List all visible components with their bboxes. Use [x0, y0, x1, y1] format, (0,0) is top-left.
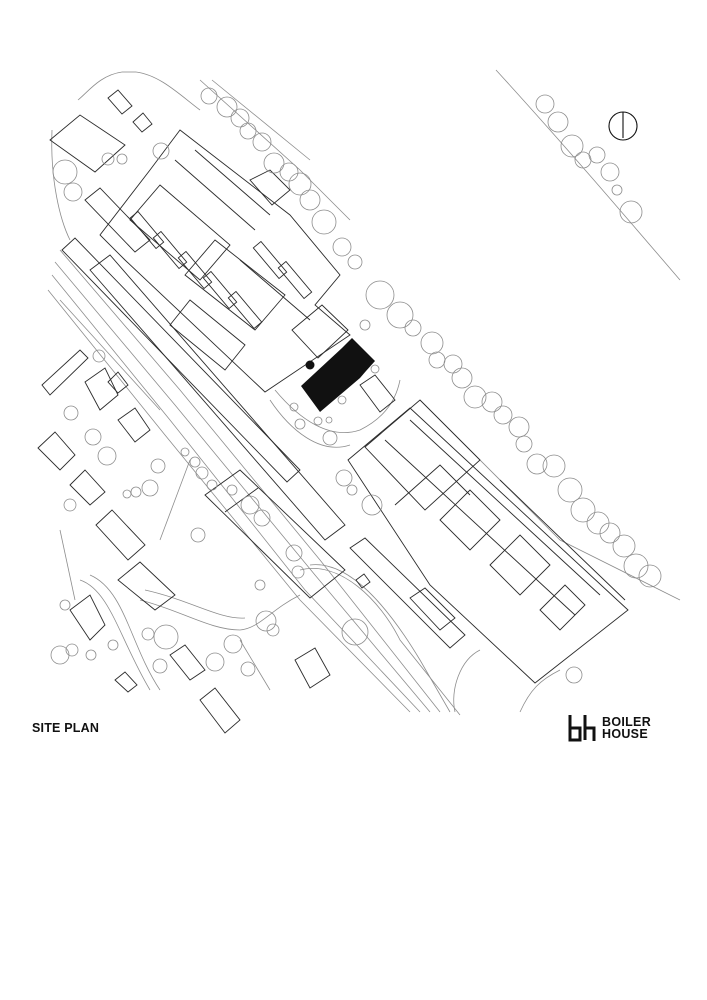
- brand-wordmark: BOILER HOUSE: [602, 714, 652, 741]
- trees: [50, 87, 662, 684]
- bh-monogram-icon: [568, 715, 596, 742]
- building-outlines: [37, 89, 629, 734]
- chimney-marker: [305, 360, 315, 370]
- road-lines: [47, 69, 681, 716]
- north-arrow-icon: [608, 111, 638, 141]
- boiler-house-logo: BOILER HOUSE: [567, 714, 651, 742]
- brand-line-2: HOUSE: [602, 727, 648, 741]
- site-plan-caption: SITE PLAN: [32, 721, 100, 735]
- brand-line-1: BOILER: [602, 714, 652, 729]
- boiler-house-highlight: [301, 338, 375, 412]
